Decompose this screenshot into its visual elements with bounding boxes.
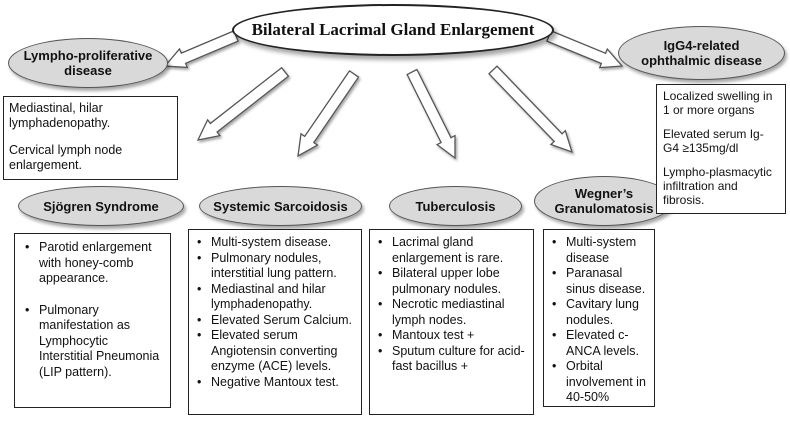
sarcoidosis-list: Multi-system disease. Pulmonary nodules,… <box>193 235 357 390</box>
sarcoidosis-item-1: Multi-system disease. <box>197 235 357 251</box>
tuberculosis-ellipse: Tuberculosis <box>389 186 522 226</box>
tuberculosis-list: Lacrimal gland enlargement is rare. Bila… <box>374 235 529 375</box>
main-title: Bilateral Lacrimal Gland Enlargement <box>232 4 554 56</box>
tuberculosis-item-2: Bilateral upper lobe pulmonary nodules. <box>378 266 529 297</box>
sarcoidosis-label: Systemic Sarcoidosis <box>213 198 348 214</box>
tuberculosis-item-5: Sputum culture for acid-fast bacillus + <box>378 344 529 375</box>
sjogren-ellipse: Sjögren Syndrome <box>18 186 184 226</box>
igg4-detail-1: Localized swelling in 1 or more organs <box>663 89 773 117</box>
wegner-item-2: Paranasal sinus disease. <box>552 266 650 297</box>
sjogren-item-2: Pulmonary manifestation as Lymphocytic I… <box>25 303 164 381</box>
wegner-label-line-1: Wegner’s <box>574 186 634 201</box>
wegner-item-4: Elevated c-ANCA levels. <box>552 328 650 359</box>
sarcoidosis-details-box: Multi-system disease. Pulmonary nodules,… <box>188 229 362 415</box>
sarcoidosis-item-6: Negative Mantoux test. <box>197 375 357 391</box>
arrow-to-tuberculosis <box>406 68 456 160</box>
sarcoidosis-item-3: Mediastinal and hilar lymphadenopathy. <box>197 282 357 313</box>
sjogren-details-box: Parotid enlargement with honey-comb appe… <box>14 233 171 408</box>
sjogren-item-1: Parotid enlargement with honey-comb appe… <box>25 240 164 287</box>
sjogren-label: Sjögren Syndrome <box>43 198 159 214</box>
arrow-to-lympho <box>163 30 239 69</box>
tuberculosis-label: Tuberculosis <box>415 198 496 214</box>
lympho-details-box: Mediastinal, hilar lymphadenopathy. Cerv… <box>3 96 178 180</box>
arrow-to-sjogren <box>196 66 290 141</box>
sjogren-list: Parotid enlargement with honey-comb appe… <box>21 240 164 380</box>
arrow-to-wegner <box>488 65 574 154</box>
tuberculosis-item-3: Necrotic mediastinal lymph nodes. <box>378 297 529 328</box>
arrow-to-igg4 <box>546 30 624 69</box>
sarcoidosis-item-5: Elevated serum Angiotensin converting en… <box>197 328 357 375</box>
tuberculosis-item-4: Mantoux test + <box>378 328 529 344</box>
sarcoidosis-ellipse: Systemic Sarcoidosis <box>199 186 362 226</box>
sarcoidosis-item-2: Pulmonary nodules, interstitial lung pat… <box>197 251 357 282</box>
lympho-detail-1: Mediastinal, hilar lymphadenopathy. <box>9 101 111 130</box>
tuberculosis-details-box: Lacrimal gland enlargement is rare. Bila… <box>369 229 534 415</box>
lympho-label-line-2: disease <box>64 63 112 78</box>
tuberculosis-item-1: Lacrimal gland enlargement is rare. <box>378 235 529 266</box>
wegner-item-5: Orbital involvement in 40-50% <box>552 359 650 406</box>
wegner-item-1: Multi-system disease <box>552 235 650 266</box>
igg4-detail-3: Lympho-plasmacytic infiltration and fibr… <box>663 165 772 207</box>
igg4-detail-2: Elevated serum Ig-G4 ≥135mg/dl <box>663 127 764 155</box>
wegner-item-3: Cavitary lung nodules. <box>552 297 650 328</box>
wegner-details-box: Multi-system disease Paranasal sinus dis… <box>543 229 655 407</box>
arrow-to-sarcoidosis <box>297 69 360 158</box>
sarcoidosis-item-4: Elevated Serum Calcium. <box>197 313 357 329</box>
wegner-label-line-2: Granulomatosis <box>554 201 654 216</box>
igg4-details-box: Localized swelling in 1 or more organs E… <box>656 84 786 214</box>
lympho-detail-2: Cervical lymph node enlargement. <box>9 143 123 172</box>
igg4-label-line-2: ophthalmic disease <box>641 53 762 68</box>
igg4-label-line-1: IgG4-related <box>663 38 740 53</box>
lympho-label-line-1: Lympho-proliferative <box>23 48 153 63</box>
wegner-list: Multi-system disease Paranasal sinus dis… <box>548 235 650 406</box>
